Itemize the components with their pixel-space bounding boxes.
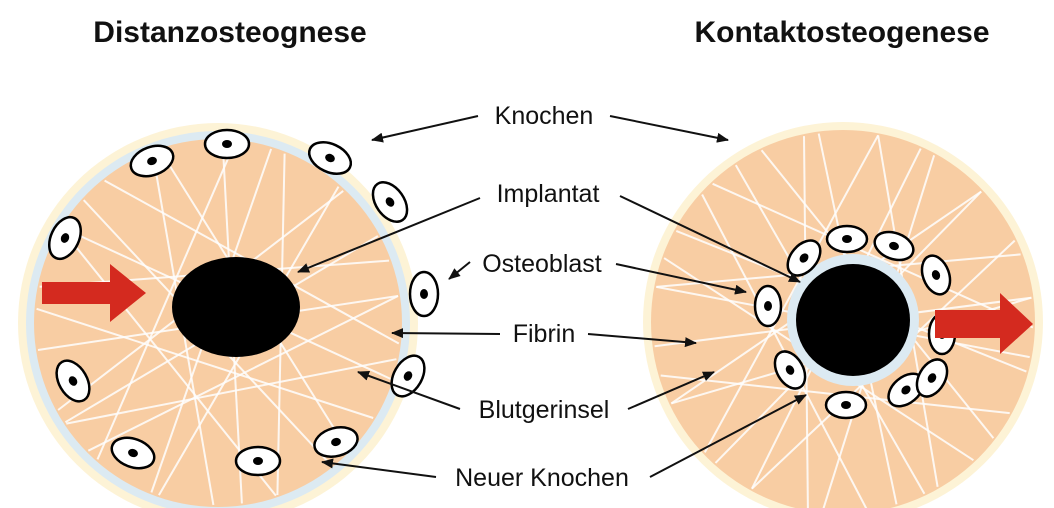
- osteoblast-cell-icon: [236, 447, 280, 475]
- osteoblast-cell-icon: [410, 272, 438, 316]
- arrow-fibrin-left: [392, 333, 500, 334]
- osteoblast-cell-icon: [755, 286, 781, 326]
- title-kontaktosteogenese: Kontaktosteogenese: [694, 16, 989, 49]
- left-implant: [172, 257, 300, 357]
- osteoblast-cell-icon: [205, 130, 249, 158]
- label-neuer-knochen: Neuer Knochen: [455, 464, 629, 492]
- arrow-osteoblast-left: [449, 262, 470, 279]
- left-diagram: [18, 123, 438, 508]
- arrow-knochen-left: [372, 116, 478, 140]
- osteoblast-cell-icon: [827, 226, 867, 252]
- label-blutgerinsel: Blutgerinsel: [479, 396, 610, 424]
- osteoblast-cell-icon: [826, 392, 866, 418]
- arrow-knochen-right: [610, 116, 728, 140]
- right-implant: [796, 264, 910, 376]
- label-osteoblast: Osteoblast: [482, 250, 602, 278]
- label-implantat: Implantat: [497, 180, 600, 208]
- title-distanzosteogenese: Distanzosteognese: [93, 16, 366, 49]
- label-fibrin: Fibrin: [513, 320, 576, 348]
- label-knochen: Knochen: [495, 102, 594, 130]
